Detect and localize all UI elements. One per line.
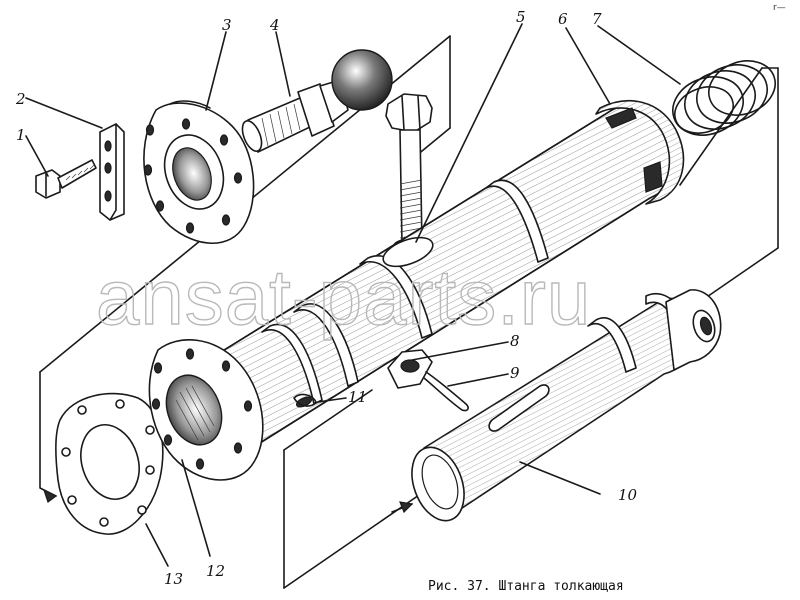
label-part-2: 2 <box>15 90 26 108</box>
label-part-3: 3 <box>222 16 232 34</box>
label-part-4: 4 <box>269 16 280 34</box>
watermark: ansat-parts.ru <box>96 253 591 341</box>
label-part-5: 5 <box>516 8 526 26</box>
figure-caption: Рис. 37. Штанга толкающая <box>428 579 624 594</box>
frame-arrow-left <box>42 488 58 503</box>
part-7-spring <box>672 60 776 136</box>
label-part-8: 8 <box>510 332 520 350</box>
label-part-11: 11 <box>348 388 367 406</box>
label-part-1: 1 <box>16 126 26 144</box>
label-part-6: 6 <box>558 10 568 28</box>
leader-lines <box>25 23 681 567</box>
main-tube-body <box>148 100 685 481</box>
label-part-10: 10 <box>618 486 638 504</box>
part-3-flange <box>143 100 255 245</box>
corner-mark: r— <box>773 3 786 13</box>
part-2-lock-plate <box>99 123 125 221</box>
part-11-pin <box>293 393 317 407</box>
part-labels: 1 2 3 4 5 6 7 8 9 10 11 12 13 <box>15 8 638 588</box>
label-part-7: 7 <box>592 10 602 28</box>
label-part-9: 9 <box>510 364 520 382</box>
part-10-rod <box>411 289 722 522</box>
label-part-13: 13 <box>164 570 183 588</box>
part-8-nut <box>387 349 433 389</box>
frame-arrow-right <box>399 501 414 514</box>
part-1-bolt <box>35 159 97 199</box>
label-part-12: 12 <box>206 562 225 580</box>
part-9-cotter-pin <box>423 371 469 412</box>
part-13-gasket <box>55 392 164 535</box>
part-4-ball-pin <box>241 49 393 153</box>
